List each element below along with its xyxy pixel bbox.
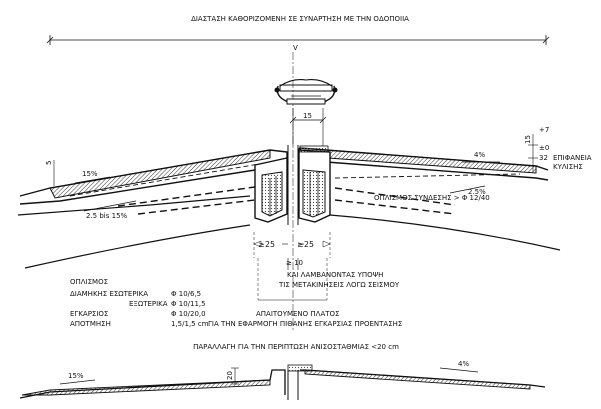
right-slope-label: 4% — [474, 151, 485, 159]
left-deck — [17, 149, 288, 269]
reinforcement-row-3-value: Φ 10/20,0 — [171, 310, 206, 318]
right-joint-block — [298, 145, 331, 223]
left-slope-arrow — [74, 176, 111, 184]
reinforcement-row-4-value: 1,5/1,5 cm — [171, 320, 209, 328]
drawing-title: ΔΙΑΣΤΑΣΗ ΚΑΘΟΡΙΖΟΜΕΝΗ ΣΕ ΣΥΝΑΡΤΗΣΗ ΜΕ ΤΗ… — [191, 15, 409, 23]
reinforcement-row-2-label: ΕΞΩΤΕΡΙΚΑ — [129, 300, 168, 308]
reinforcement-row-1-value: Φ 10/6,5 — [171, 290, 201, 298]
top-width-label: 15 — [303, 112, 312, 120]
surface-label-line1: ΕΠΙΦΑΝΕΙΑ — [553, 154, 592, 162]
right-plus7-label: +7 — [539, 126, 549, 134]
right-edge-dimensions — [528, 134, 538, 172]
variant-right-slope-label: 4% — [458, 360, 469, 368]
connection-rebar-label: ΟΠΛΙΣΜΟΣ ΣΥΝΔΕΣΗΣ > Φ 12/40 — [374, 194, 490, 202]
variant-step-label: 20 — [226, 371, 234, 380]
gap-left-prefix: ≥ — [258, 240, 265, 249]
reinforcement-row-2-value: Φ 10/11,5 — [171, 300, 206, 308]
reinforcement-row-3-label: ΕΓΚΑΡΣΙΟΣ — [70, 310, 108, 318]
right-pm0-label: ±0 — [539, 144, 549, 152]
reinforcement-row-1-label: ΔΙΑΜΗΚΗΣ ΕΣΩΤΕΡΙΚΑ — [70, 290, 148, 298]
seismic-note-line1: ≥ 10 — [286, 259, 303, 267]
left-height-label: 5 — [45, 161, 53, 165]
reinforcement-row-4-label: ΑΠΟΤΜΗΣΗ — [70, 320, 111, 328]
seismic-note-line2: ΚΑΙ ΛΑΜΒΑΝΟΝΤΑΣ ΥΠΟΨΗ — [287, 271, 383, 279]
width-note-line1: ΑΠΑΙΤΟΥΜΕΝΟ ΠΛΑΤΟΣ — [256, 310, 339, 318]
width-note-line2: ΓΙΑ ΤΗΝ ΕΦΑΡΜΟΓΗ ΠΙΘΑΝΗΣ ΕΓΚΑΡΣΙΑΣ ΠΡΟΕΝ… — [208, 320, 402, 328]
roller-device — [274, 79, 338, 105]
reinforcement-title: ΟΠΛΙΣΜΟΣ — [70, 278, 108, 286]
reinforcement-table: ΟΠΛΙΣΜΟΣ ΔΙΑΜΗΚΗΣ ΕΣΩΤΕΡΙΚΑ Φ 10/6,5 ΕΞΩ… — [70, 278, 209, 328]
left-slope-label: 15% — [82, 170, 98, 178]
top-width-dimension — [289, 108, 327, 146]
right-32-label: 32 — [539, 154, 548, 162]
gap-right-prefix: ≥ — [297, 240, 304, 249]
variant-left-slope-label: 15% — [68, 372, 84, 380]
surface-label-line2: ΚΥΛΙΣΗΣ — [553, 163, 583, 171]
left-grade-label: 2.5 bis 15% — [86, 212, 128, 220]
gap-dimensions — [253, 232, 331, 258]
seismic-note-line3: ΤΙΣ ΜΕΤΑΚΙΝΗΣΕΙΣ ΛΟΓΩ ΣΕΙΣΜΟΥ — [278, 281, 400, 289]
right-grade-arrow — [449, 185, 486, 194]
right-15-label: 15 — [524, 135, 532, 144]
dimension-v-label: V — [293, 44, 298, 52]
variant-title: ΠΑΡΑΛΛΑΓΗ ΓΙΑ ΤΗΝ ΠΕΡΙΠΤΩΣΗ ΑΝΙΣΟΣΤΑΘΜΙΑ… — [193, 343, 399, 351]
variant-profile — [19, 364, 546, 400]
right-grade-label: 2.5% — [468, 188, 486, 196]
left-joint-block — [254, 157, 288, 223]
left-grade-arrow — [83, 200, 137, 212]
gap-right-label: 25 — [304, 240, 314, 249]
overall-dimension — [46, 35, 550, 45]
gap-left-label: 25 — [265, 240, 275, 249]
